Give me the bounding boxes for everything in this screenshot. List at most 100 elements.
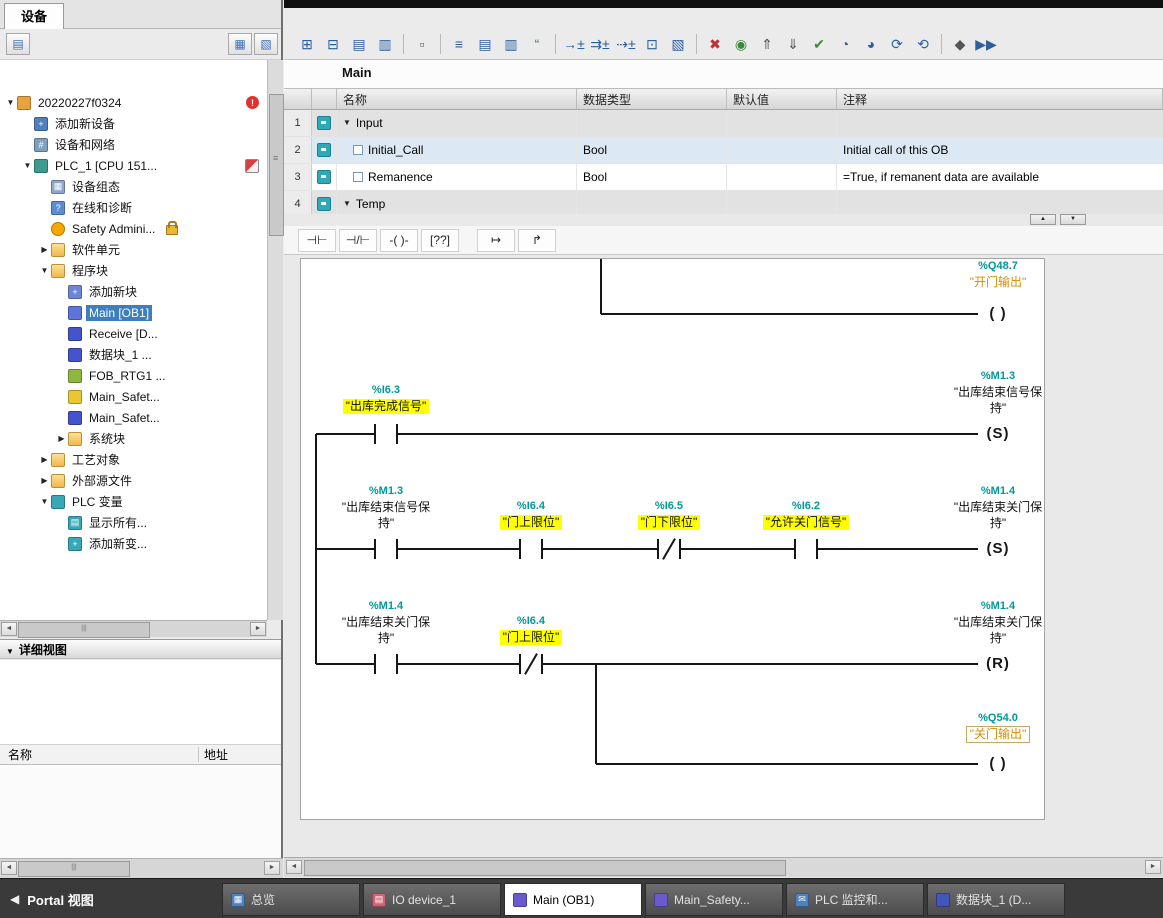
tree-item-14[interactable]: Main_Safet... [0, 386, 267, 407]
tree-item-8[interactable]: ▼程序块 [0, 260, 267, 281]
ladder-canvas[interactable]: ( )(S)(S)(R)( )%Q48.7"开门输出"%I6.3"出库完成信号"… [300, 258, 1045, 820]
monitor-on-icon[interactable]: ◔ [833, 32, 857, 56]
operand-address[interactable]: %Q48.7 [978, 259, 1018, 274]
tree-item-7[interactable]: ▶软件单元 [0, 239, 267, 260]
scroll-right-icon[interactable]: ► [1145, 860, 1161, 874]
operand-address[interactable]: %I6.2 [792, 499, 820, 514]
add-row-icon[interactable]: ⊟ [321, 32, 345, 56]
operand-comment[interactable]: "允许关门信号" [763, 515, 850, 530]
editor-tab-5[interactable]: 数据块_1 (D... [927, 883, 1065, 916]
tree-view-icon[interactable]: ▤ [6, 33, 30, 55]
insert-row-icon[interactable]: ⊞ [295, 32, 319, 56]
operand-comment[interactable]: "门上限位" [500, 515, 563, 530]
operand-address[interactable]: %I6.4 [517, 499, 545, 514]
program-status-icon[interactable]: ▧ [666, 32, 690, 56]
sync-back-icon[interactable]: ⟲ [911, 32, 935, 56]
header-datatype[interactable]: 数据类型 [577, 89, 727, 109]
splitter-collapse-up-icon[interactable]: ▲ [1030, 214, 1056, 225]
coil[interactable]: (R) [978, 652, 1018, 676]
header-name[interactable]: 名称 [337, 89, 577, 109]
sync-forward-icon[interactable]: ⟳ [885, 32, 909, 56]
cell-datatype[interactable]: Bool [577, 164, 727, 190]
insert-block-row-icon[interactable]: ▤ [347, 32, 371, 56]
cell-comment[interactable] [837, 191, 1163, 214]
details-view-icon[interactable]: ▦ [228, 33, 252, 55]
operand-address[interactable]: %I6.4 [517, 614, 545, 629]
no-contact[interactable] [516, 537, 546, 561]
discard-changes-icon[interactable]: ✖ [703, 32, 727, 56]
operand-comment[interactable]: "出库结束关门保 [954, 615, 1042, 630]
operand-comment[interactable]: 持" [990, 516, 1006, 531]
empty-box-button[interactable]: [??] [421, 229, 459, 252]
operand-address[interactable]: %M1.4 [369, 599, 403, 614]
chevron-down-icon[interactable]: ▼ [38, 497, 51, 506]
cell-comment[interactable]: =True, if remanent data are available [837, 164, 1163, 190]
header-comment[interactable]: 注释 [837, 89, 1163, 109]
operand-comment[interactable]: "门上限位" [500, 630, 563, 645]
portal-view-switch[interactable]: ◀ Portal 视图 [10, 879, 94, 918]
editor-tab-1[interactable]: ▤IO device_1 [363, 883, 501, 916]
scroll-right-icon[interactable]: ► [250, 622, 266, 636]
chevron-down-icon[interactable]: ▼ [21, 161, 34, 170]
chevron-down-icon[interactable]: ▼ [343, 110, 351, 136]
operand-comment[interactable]: 持" [378, 516, 394, 531]
scrollbar-thumb[interactable] [269, 94, 284, 236]
operand-address[interactable]: %Q54.0 [978, 711, 1018, 726]
tree-item-9[interactable]: +添加新块 [0, 281, 267, 302]
table-row[interactable]: 2Initial_CallBoolInitial call of this OB [284, 137, 1163, 164]
coil[interactable]: (S) [978, 422, 1018, 446]
tree-item-6[interactable]: Safety Admini... [0, 218, 267, 239]
cell-default[interactable] [727, 137, 837, 163]
scrollbar-thumb[interactable] [304, 860, 786, 876]
tree-item-20[interactable]: ▤显示所有... [0, 512, 267, 533]
options-icon[interactable]: ◆ [948, 32, 972, 56]
tree-item-21[interactable]: +添加新变... [0, 533, 267, 554]
editor-horizontal-scrollbar[interactable]: ◄ ► [284, 857, 1163, 877]
operand-address[interactable]: %M1.3 [369, 484, 403, 499]
tree-item-17[interactable]: ▶工艺对象 [0, 449, 267, 470]
operand-comment[interactable]: "出库结束信号保 [954, 385, 1042, 400]
tree-item-2[interactable]: #设备和网络 [0, 134, 267, 155]
snapshot-download-icon[interactable]: ⇓ [781, 32, 805, 56]
tree-item-19[interactable]: ▼PLC 变量 [0, 491, 267, 512]
snapshot-upload-icon[interactable]: ⇑ [755, 32, 779, 56]
tree-item-15[interactable]: Main_Safet... [0, 407, 267, 428]
monitor-off-icon[interactable]: ◕ [859, 32, 883, 56]
no-contact[interactable] [371, 537, 401, 561]
no-contact[interactable] [371, 422, 401, 446]
absolute-operands-icon[interactable]: ⊡ [640, 32, 664, 56]
editor-tab-4[interactable]: ✉PLC 监控和... [786, 883, 924, 916]
chevron-right-icon[interactable]: ▶ [55, 434, 68, 443]
tree-item-5[interactable]: ?在线和诊断 [0, 197, 267, 218]
cell-datatype[interactable]: Bool [577, 137, 727, 163]
close-branch-button[interactable]: ↱ [518, 229, 556, 252]
cell-default[interactable] [727, 191, 837, 214]
scrollbar-thumb[interactable]: ||| [18, 622, 150, 638]
tab-devices[interactable]: 设备 [4, 3, 64, 29]
tree-vertical-scrollbar[interactable] [267, 60, 283, 620]
nc-contact-button[interactable]: ⊣/⊢ [339, 229, 377, 252]
cell-default[interactable] [727, 164, 837, 190]
tree-item-1[interactable]: +添加新设备 [0, 113, 267, 134]
operand-comment[interactable]: "开门输出" [970, 275, 1027, 290]
jump-from-label-icon[interactable]: ⇉± [588, 32, 612, 56]
cell-datatype[interactable] [577, 110, 727, 136]
nc-contact[interactable] [654, 537, 684, 561]
detail-view-header[interactable]: ▼详细视图 [0, 639, 281, 659]
editor-tab-3[interactable]: Main_Safety... [645, 883, 783, 916]
cell-comment[interactable] [837, 110, 1163, 136]
splitter-collapse-down-icon[interactable]: ▼ [1060, 214, 1086, 225]
cell-default[interactable] [727, 110, 837, 136]
expand-networks-icon[interactable]: ▤ [473, 32, 497, 56]
no-contact-button[interactable]: ⊣⊢ [298, 229, 336, 252]
operand-comment[interactable]: "出库结束关门保 [342, 615, 430, 630]
collapse-networks-icon[interactable]: ▥ [499, 32, 523, 56]
operand-comment[interactable]: 持" [378, 631, 394, 646]
detail-horizontal-scrollbar[interactable]: ◄ ► ||| [0, 858, 283, 878]
cell-name[interactable]: ▼Temp [337, 191, 577, 214]
cell-datatype[interactable] [577, 191, 727, 214]
operand-address[interactable]: %M1.3 [981, 369, 1015, 384]
chevron-right-icon[interactable]: ▶ [38, 245, 51, 254]
label-list-icon[interactable]: ⇢± [614, 32, 638, 56]
tree-item-13[interactable]: FOB_RTG1 ... [0, 365, 267, 386]
